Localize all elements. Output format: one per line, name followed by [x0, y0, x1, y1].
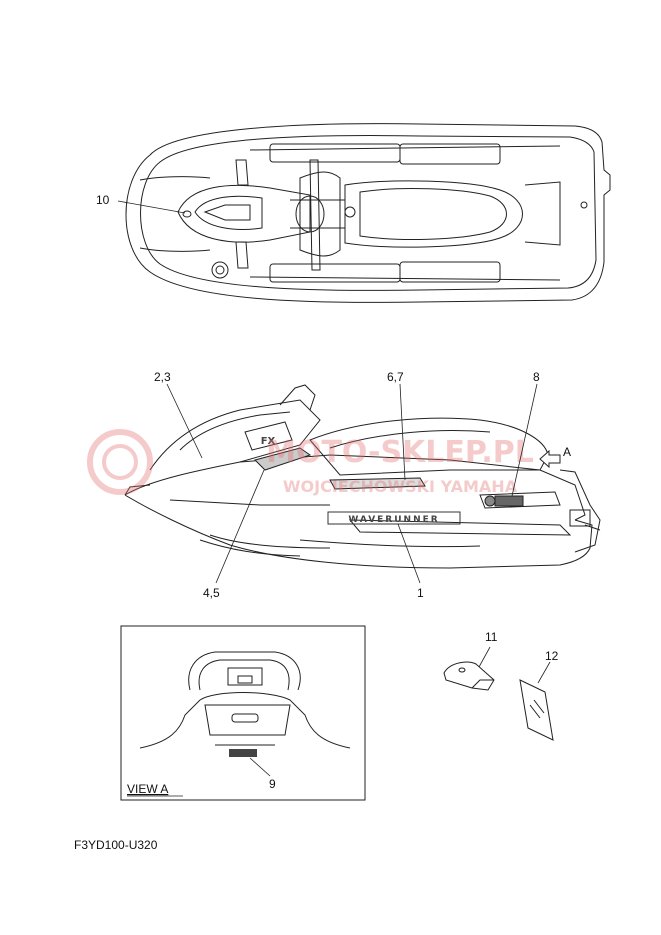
watermark-logo-icon [87, 429, 153, 495]
rear-view-drawing [139, 651, 351, 749]
leader-lines [117, 200, 551, 777]
callout-6-7: 6,7 [387, 370, 404, 384]
waverunner-decal-text: WAVERUNNER [348, 515, 439, 525]
callout-9: 9 [269, 777, 276, 791]
view-a-label: VIEW A [127, 782, 168, 796]
callout-2-3: 2,3 [154, 370, 171, 384]
callout-11: 11 [485, 630, 498, 644]
document-code: F3YD100-U320 [74, 838, 158, 852]
callout-12: 12 [545, 649, 559, 663]
watermark-line1: MOTO-SKLEP.PL [266, 435, 534, 470]
view-a-arrow: A [539, 445, 571, 469]
top-view-watercraft [125, 123, 611, 303]
label-9-decal [229, 749, 257, 757]
arrow-left-icon [539, 449, 561, 469]
callout-1: 1 [417, 586, 424, 600]
callout-8: 8 [533, 370, 540, 384]
watermark: MOTO-SKLEP.PL WOJCIECHOWSKI YAMAHA [87, 429, 534, 496]
callout-10: 10 [96, 193, 110, 207]
part-12-card [519, 679, 554, 741]
watermark-line2: WOJCIECHOWSKI YAMAHA [283, 477, 518, 496]
callout-labels: 10 2,3 6,7 8 4,5 1 9 11 12 [96, 193, 559, 791]
fx-badge-text: FX [261, 436, 276, 447]
callout-4-5: 4,5 [203, 586, 220, 600]
part-11-tag [443, 661, 495, 691]
view-a-box: VIEW A [120, 625, 366, 801]
view-arrow-label: A [563, 445, 571, 459]
side-view-watercraft: WAVERUNNER FX [124, 384, 601, 569]
